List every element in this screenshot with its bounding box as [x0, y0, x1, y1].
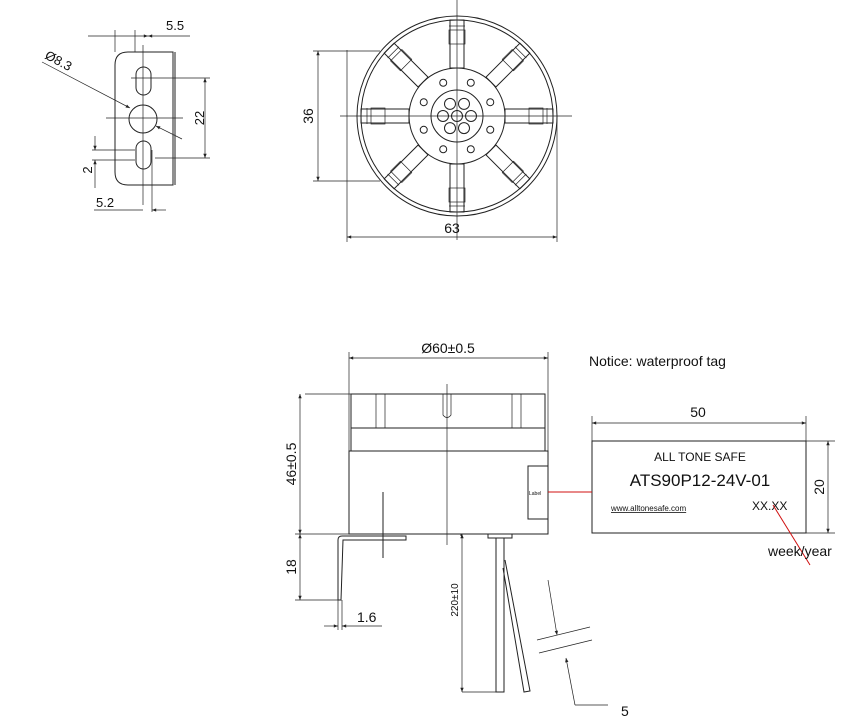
grille-hole [419, 125, 428, 134]
grille-hole [466, 145, 475, 154]
tag-date-code: XX.XX [752, 499, 787, 513]
sound-hole [458, 122, 470, 135]
dim-slot: 2 [80, 166, 95, 173]
front-view: 36 63 [300, 0, 572, 242]
tag-dim-height: 20 [811, 479, 827, 495]
dim-wire-length: 220±10 [450, 583, 461, 617]
dim-bracket: 18 [283, 559, 299, 575]
grille-hole [486, 98, 495, 107]
grille-hole [486, 125, 495, 134]
dim-hole-diameter: Ø8.3 [43, 47, 75, 73]
grille-spoke [383, 42, 429, 88]
tag-dim-width: 50 [690, 404, 706, 420]
tag-website: www.alltonesafe.com [610, 504, 686, 513]
bracket-view: 5.5 Ø8.3 22 2 5.2 [41, 18, 210, 212]
dim-hole-spacing: 22 [192, 111, 207, 125]
grille-hole [419, 98, 428, 107]
sound-hole [444, 122, 456, 135]
dim-diameter: Ø60±0.5 [421, 340, 475, 356]
grille-spoke [485, 42, 531, 88]
dim-bracket-width: 5.5 [166, 18, 184, 33]
label-mark: Label [529, 491, 541, 497]
grille-hole [466, 78, 475, 87]
dim-offset: 5.2 [96, 195, 114, 210]
tag-model: ATS90P12-24V-01 [630, 471, 771, 490]
dim-outer: 63 [444, 220, 460, 236]
sound-hole [458, 97, 470, 110]
grille-hole [439, 78, 448, 87]
dim-wire-dia: 5 [621, 703, 629, 719]
tag-notice: Notice: waterproof tag [589, 353, 726, 369]
grille-spoke [383, 144, 429, 190]
dim-inner: 36 [300, 108, 316, 124]
tag-date-code-note: week/year [767, 543, 832, 559]
waterproof-tag: Notice: waterproof tag 50 20 ALL TONE SA… [548, 353, 835, 566]
grille-hole [439, 145, 448, 154]
side-view: Label Ø60±0.5 46±0.5 18 1.6 220±10 5 [283, 340, 629, 719]
dim-thickness: 1.6 [357, 609, 377, 625]
sound-hole [444, 97, 456, 110]
tag-brand: ALL TONE SAFE [654, 450, 746, 464]
dim-height: 46±0.5 [283, 442, 299, 485]
grille-spoke [485, 144, 531, 190]
